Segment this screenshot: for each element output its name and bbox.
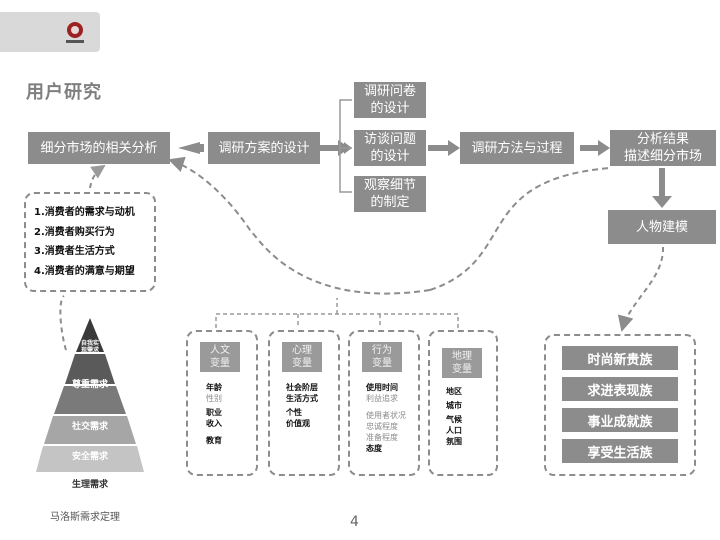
variable-item: 准备程度 [366,433,398,442]
pyramid-level-2 [65,354,115,384]
variable-item: 人口 [446,426,462,435]
consumer-need-item: 4.消费者的满意与期望 [34,265,135,277]
pyramid-level-1 [76,318,104,352]
pyramid-caption: 马洛斯需求定理 [50,512,120,523]
variable-item: 年龄 [206,383,222,392]
interview-box: 访谈问题 的设计 [354,130,426,166]
page-number: 4 [350,514,359,530]
variable-item: 地区 [446,387,462,396]
consumer-need-item: 2.消费者购买行为 [34,226,115,238]
personas-box: 时尚新贵族 求进表现族 事业成就族 享受生活族 [544,334,696,476]
variable-item: 氛围 [446,437,462,446]
psychographic-variables-head: 心理 变量 [282,342,322,372]
consumer-need-item: 1.消费者的需求与动机 [34,207,135,218]
persona-item: 求进表现族 [562,377,678,401]
methods-process-box: 调研方法与过程 [460,132,574,164]
variable-item: 生活方式 [286,394,318,403]
var-head-line1: 地理 [452,351,472,362]
questionnaire-line2: 的设计 [370,101,410,116]
variable-item: 社会阶层 [286,383,318,392]
variable-item: 态度 [366,444,382,453]
interview-line2: 的设计 [370,149,410,164]
persona-modeling-box: 人物建模 [608,210,716,244]
consumer-need-item: 3.消费者生活方式 [34,246,115,257]
results-box: 分析结果 描述细分市场 [610,130,716,166]
variable-item: 价值观 [286,419,310,428]
interview-line1: 访谈问题 [363,132,416,147]
page-title: 用户研究 [26,82,102,103]
results-line1: 分析结果 [636,132,689,147]
variable-item: 利益追求 [366,394,398,403]
var-head-line2: 变量 [452,364,472,375]
variable-item: 使用者状况 [366,411,406,420]
persona-item: 享受生活族 [562,439,678,463]
results-line2: 描述细分市场 [623,149,702,164]
persona-item: 事业成就族 [562,408,678,432]
persona-item: 时尚新贵族 [562,346,678,370]
variable-item: 职业 [206,408,222,417]
behavioral-variables-head: 行为 变量 [362,342,402,372]
pyramid-label: 生理需求 [71,480,108,490]
research-plan-label: 调研方案的设计 [218,140,310,156]
variable-item: 个性 [286,408,302,417]
questionnaire-box: 调研问卷 的设计 [354,82,426,118]
var-head-line1: 行为 [372,345,392,356]
variable-item: 使用时间 [366,383,398,392]
variable-item: 忠诚程度 [366,422,398,431]
pyramid-level-5 [36,446,144,472]
variable-item: 性别 [206,394,222,403]
methods-process-label: 调研方法与过程 [471,140,563,156]
var-head-line2: 变量 [292,358,312,369]
observation-line1: 观察细节 [363,178,416,193]
arrow-left [178,142,200,154]
questionnaire-line1: 调研问卷 [363,84,416,99]
demographic-variables-head: 人文 变量 [200,342,240,372]
segmentation-analysis-label: 细分市场的相关分析 [40,140,158,156]
demographic-variables-box: 人文 变量 年龄 性别 职业 收入 教育 [186,330,258,476]
research-plan-box: 调研方案的设计 [208,132,320,164]
persona-modeling-label: 人物建模 [635,219,688,235]
observation-box: 观察细节 的制定 [354,176,426,212]
behavioral-variables-box: 行为 变量 使用时间 利益追求 使用者状况 忠诚程度 准备程度 态度 [348,330,420,476]
variable-item: 城市 [446,401,462,410]
pyramid-label: 尊重需求 [71,380,108,390]
var-head-line2: 变量 [372,358,392,369]
var-head-line2: 变量 [210,358,230,369]
pyramid-label: 自我实现需求 [80,340,99,354]
pyramid-level-3 [54,386,126,414]
psychographic-variables-box: 心理 变量 社会阶层 生活方式 个性 价值观 [268,330,340,476]
variable-item: 气候 [446,415,462,424]
header-bar [0,12,100,52]
pyramid-label: 安全需求 [71,452,108,462]
segmentation-analysis-box: 细分市场的相关分析 [28,132,170,164]
geographic-variables-box: 地理 变量 地区 城市 气候 人口 氛围 [428,330,498,476]
consumer-needs-box: 1.消费者的需求与动机 2.消费者购买行为 3.消费者生活方式 4.消费者的满意… [24,192,156,292]
pyramid-level-4 [44,416,136,444]
logo [66,22,84,43]
pyramid-label: 社交需求 [71,422,108,432]
var-head-line1: 人文 [210,345,230,356]
observation-line2: 的制定 [370,195,410,210]
geographic-variables-head: 地理 变量 [442,348,482,378]
variable-item: 教育 [206,436,222,445]
maslow-pyramid [36,318,144,472]
var-head-line1: 心理 [292,345,312,356]
variable-item: 收入 [206,419,222,428]
